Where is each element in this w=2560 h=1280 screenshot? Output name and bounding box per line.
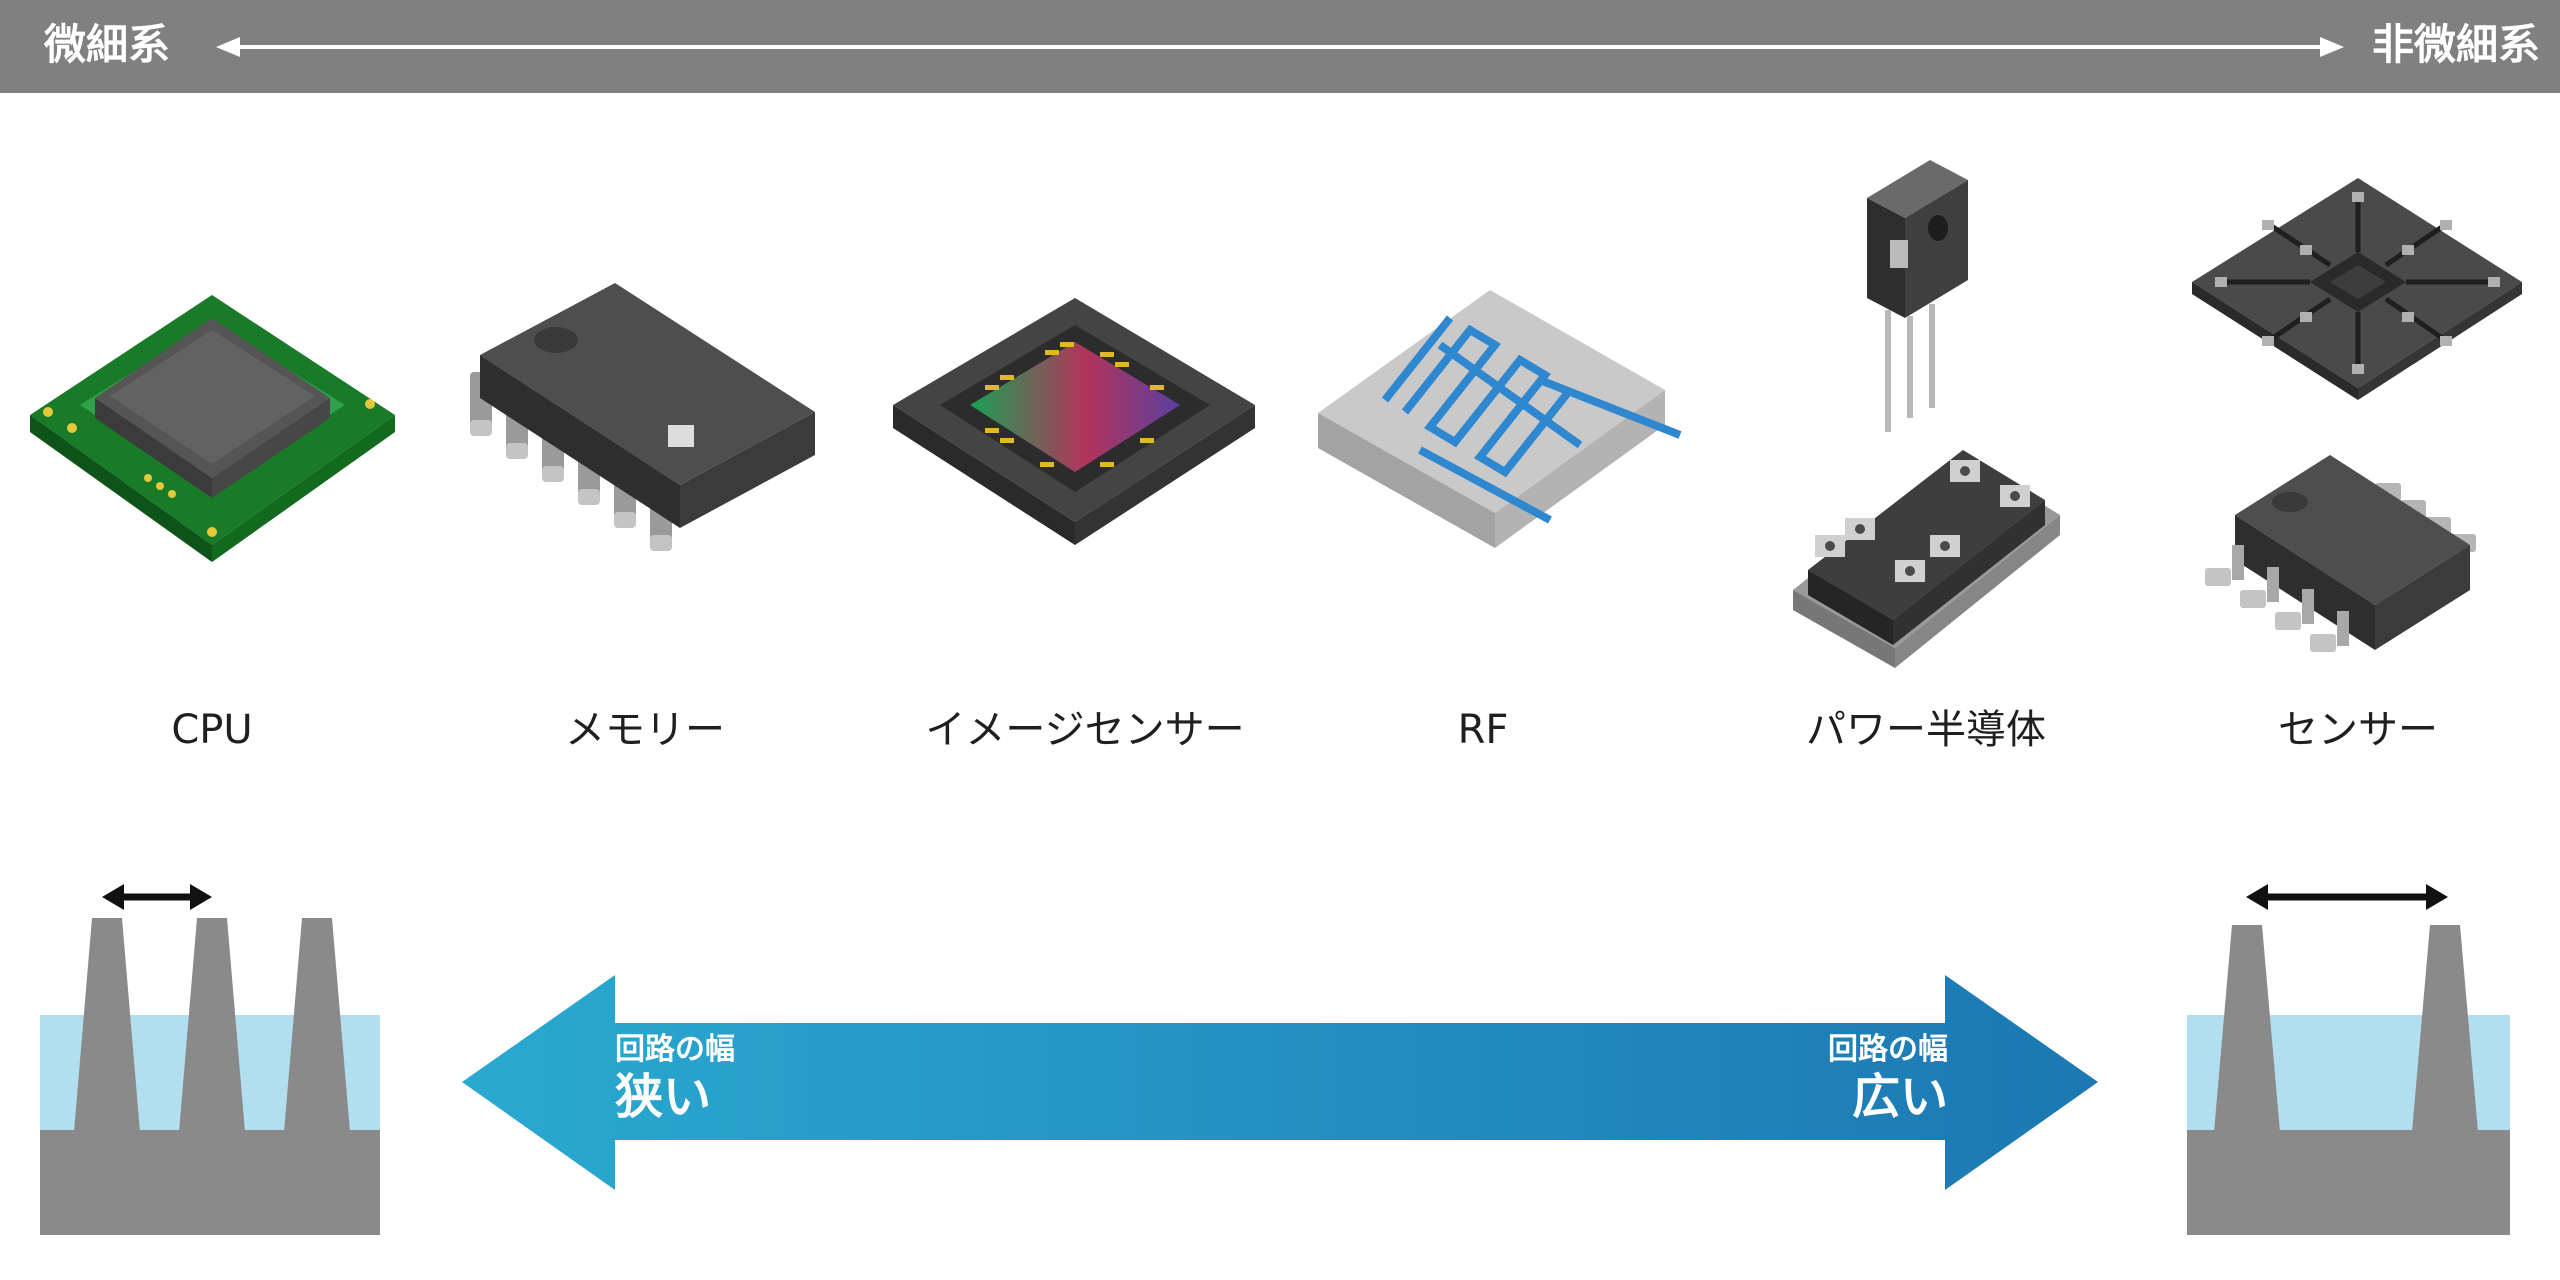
image-sensor-illustration (893, 298, 1255, 545)
rf-device-illustration (1318, 290, 1682, 548)
power-module-illustration (1793, 450, 2060, 668)
arrow-left-caption: 回路の幅 (615, 1032, 735, 1067)
sensor-package-illustration (2205, 455, 2476, 652)
wide-circuit-cross-section (2187, 925, 2510, 1235)
product-label-memory: メモリー (565, 707, 725, 753)
arrow-right-value: 広い (1851, 1069, 1948, 1125)
cpu-chip-illustration (30, 295, 395, 562)
scale-double-arrow (216, 37, 2344, 57)
power-transistor-illustration (1867, 160, 1968, 432)
header-left-label: 微細系 (44, 20, 171, 69)
arrow-right-caption: 回路の幅 (1828, 1032, 1948, 1067)
arrow-left-text: 回路の幅 狭い (615, 1032, 735, 1126)
product-label-power-semiconductor: パワー半導体 (1806, 707, 2046, 753)
wide-width-indicator (2246, 884, 2448, 910)
header-bar: 微細系 非微細系 (0, 0, 2560, 93)
arrow-right-text: 回路の幅 広い (1828, 1032, 1948, 1126)
product-label-image-sensor: イメージセンサー (925, 707, 1245, 753)
circuit-width-double-arrow (462, 975, 2098, 1190)
narrow-width-indicator (102, 884, 212, 910)
arrow-left-value: 狭い (615, 1069, 712, 1125)
narrow-circuit-cross-section (40, 918, 380, 1235)
product-label-cpu: CPU (171, 707, 253, 753)
mems-sensor-illustration (2192, 178, 2522, 400)
product-label-rf: RF (1457, 707, 1509, 753)
product-label-sensor: センサー (2278, 707, 2438, 753)
memory-chip-illustration (470, 283, 815, 551)
header-right-label: 非微細系 (2371, 20, 2540, 69)
